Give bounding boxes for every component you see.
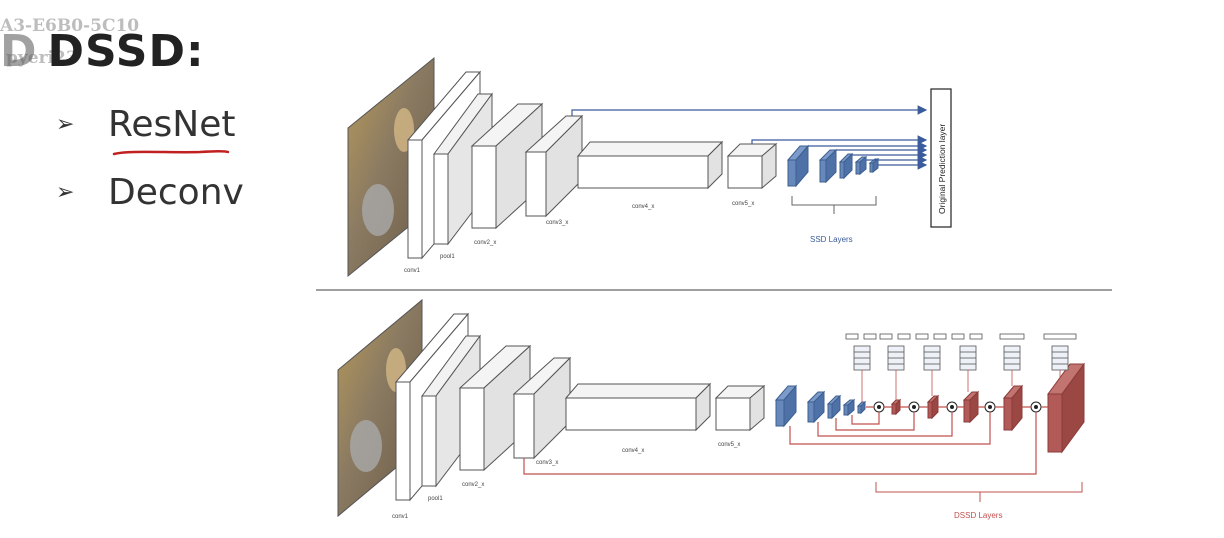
watermark-line-2: pyeri23 [6,48,78,68]
label-conv1-bottom: conv1 [392,514,409,520]
label-conv1-top: conv1 [404,268,421,274]
bullet-deconv: ➢ Deconv [56,172,244,213]
label-pool1-bottom: pool1 [428,496,443,502]
arrow-bullet-icon: ➢ [56,112,75,137]
conv3-block-top [524,114,584,218]
pool1-block-top [433,92,493,246]
original-prediction-layer-box [930,88,952,228]
ssd-layers-bracket [791,196,877,214]
label-conv4-top: conv4_x [632,204,654,210]
prediction-arrows-top [571,105,928,170]
prediction-module-2 [879,333,911,400]
label-conv3-bottom: conv3_x [536,460,558,466]
label-conv3-top: conv3_x [546,220,568,226]
conv5-block-top [726,142,778,190]
dssd-layers-bracket [875,482,1083,502]
ssd-layers-top [786,144,880,188]
bullet-text-resnet: ResNet [108,104,236,145]
ssd-layers-bottom [774,384,867,428]
prediction-module-3 [915,333,947,396]
conv2-block-top [470,102,544,230]
prediction-module-6 [1043,333,1077,378]
label-conv2-bottom: conv2_x [462,482,484,488]
conv4-block-top [576,140,724,190]
prediction-layer-label: Original Prediction layer [937,124,947,214]
red-underline-annotation [112,150,230,156]
label-conv4-bottom: conv4_x [622,448,644,454]
conv4-block-bottom [564,382,712,432]
prediction-module-1 [845,333,877,402]
label-pool1-top: pool1 [440,254,455,260]
bullet-resnet: ➢ ResNet [56,104,236,145]
title-prefix: D [0,26,38,77]
bullet-text-deconv: Deconv [108,172,244,213]
pool1-block-bottom [421,334,481,488]
dssd-deconv-layers [890,362,1085,454]
prediction-module-5 [999,333,1025,386]
label-conv5-bottom: conv5_x [718,442,740,448]
prediction-module-4 [951,333,983,392]
title-main: DSSD: [47,26,205,77]
label-conv2-top: conv2_x [474,240,496,246]
label-ssd-layers: SSD Layers [810,235,853,244]
conv2-block-bottom [458,344,532,472]
conv5-block-bottom [714,384,766,432]
label-dssd-layers: DSSD Layers [954,511,1002,520]
conv3-block-bottom [512,356,572,460]
dssd-skip-connections [523,406,1048,475]
watermark-line-1: A3-E6B0-5C10 [0,16,140,36]
label-conv5-top: conv5_x [732,201,754,207]
arrow-bullet-icon: ➢ [56,180,75,205]
prediction-modules [845,333,1077,402]
